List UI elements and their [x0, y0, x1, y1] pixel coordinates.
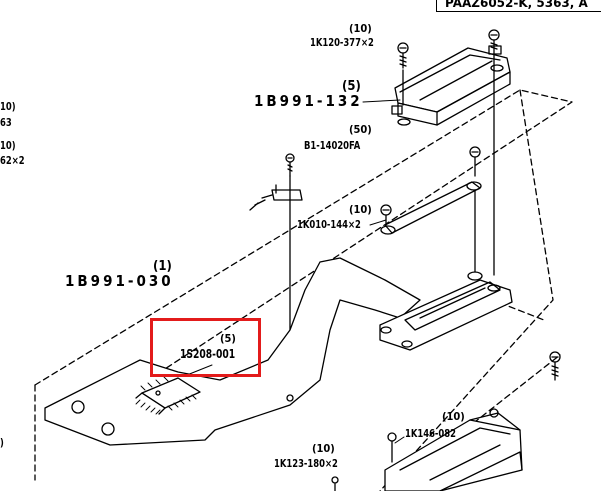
display-module [379, 271, 513, 351]
left-label-5: ) [0, 436, 4, 449]
b1-screw [285, 153, 295, 177]
left-label-1: 10) [0, 100, 16, 113]
connector-part: 1K146-082 [405, 427, 456, 440]
ic-part: 1S208-001 [180, 347, 236, 361]
bracket-qty: (10) [349, 203, 372, 216]
top-screws [397, 29, 500, 69]
header-text: PAAZ6052-K, 5363, A [445, 0, 588, 10]
b1-screw-part: B1-14020FA [304, 139, 361, 152]
screw-top-qty: (10) [349, 22, 372, 35]
cover-top-qty: (5) [342, 79, 361, 94]
connector-qty: (10) [442, 410, 465, 423]
screw-bottom-part: 1K123-180×2 [274, 457, 338, 470]
main-board-part: 1B991-030 [65, 272, 174, 290]
bracket-part [380, 146, 482, 235]
cover-top-part: 1B991-132 [254, 92, 363, 110]
header-reference: PAAZ6052-K, 5363, A [436, 0, 601, 12]
ic-qty: (5) [220, 332, 236, 345]
connector-part [331, 351, 561, 492]
left-label-3: 10) [0, 139, 16, 152]
small-clip [249, 184, 303, 211]
ic-chip [135, 376, 201, 415]
highlight-box [150, 318, 261, 377]
flex-board [44, 257, 421, 446]
left-label-2: 63 [0, 116, 12, 129]
bracket-part: 1K010-144×2 [297, 218, 361, 231]
screw-bottom-qty: (10) [312, 442, 335, 455]
top-cover-part [391, 45, 511, 126]
b1-screw-qty: (50) [349, 123, 372, 136]
leader-lines [186, 99, 405, 444]
screw-top-part: 1K120-377×2 [310, 36, 374, 49]
left-label-4: 62×2 [0, 154, 25, 167]
main-board-qty: (1) [153, 259, 172, 274]
